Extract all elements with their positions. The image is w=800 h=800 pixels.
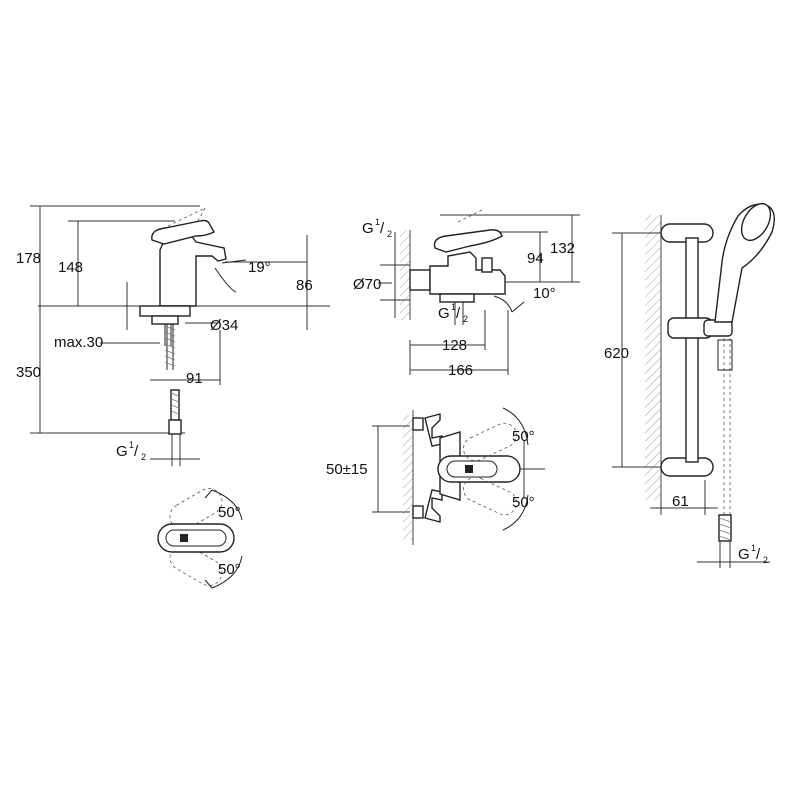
shower-offset-label: 61 bbox=[672, 493, 689, 510]
bath-dia-70-label: Ø70 bbox=[353, 276, 381, 293]
bath-outlet-label: G 1 / 2 bbox=[438, 302, 468, 324]
bath-connection-g: G bbox=[362, 220, 374, 237]
basin-mixer-drawing bbox=[30, 205, 330, 466]
shower-connection-den: 2 bbox=[763, 555, 768, 565]
basin-height-total-label: 178 bbox=[16, 250, 41, 267]
bath-width-128-label: 128 bbox=[442, 337, 467, 354]
shower-connection-label: G 1 / 2 bbox=[738, 543, 768, 565]
bath-height-132-label: 132 bbox=[550, 240, 575, 257]
bath-rotation-upper-label: 50° bbox=[512, 428, 535, 445]
bath-rotation-lower-label: 50° bbox=[512, 494, 535, 511]
shower-connection-g: G bbox=[738, 546, 750, 563]
basin-rotation-lower-label: 50° bbox=[218, 561, 241, 578]
shower-rail-drawing bbox=[612, 202, 775, 568]
basin-connection-label: G 1 / 2 bbox=[116, 440, 146, 462]
bath-connection-slash: / bbox=[380, 220, 385, 237]
basin-connection-slash: / bbox=[134, 443, 139, 460]
bath-outlet-slash: / bbox=[456, 305, 461, 322]
shower-connection-slash: / bbox=[756, 546, 761, 563]
bath-outlet-g: G bbox=[438, 305, 450, 322]
basin-rotation-upper-label: 50° bbox=[218, 504, 241, 521]
bath-outlet-num: 1 bbox=[451, 302, 456, 312]
basin-spout-outlet-label: 86 bbox=[296, 277, 313, 294]
basin-connection-g: G bbox=[116, 443, 128, 460]
bath-connection-label: G 1 / 2 bbox=[362, 217, 392, 239]
basin-reach-label: 91 bbox=[186, 370, 203, 387]
basin-angle-label: 19° bbox=[248, 259, 271, 276]
shower-height-label: 620 bbox=[604, 345, 629, 362]
bath-mixer-drawing bbox=[378, 209, 580, 375]
bath-connection-num: 1 bbox=[375, 217, 380, 227]
bath-angle-label: 10° bbox=[533, 285, 556, 302]
basin-max-thickness-label: max.30 bbox=[54, 334, 103, 351]
bath-rotation-centers-label: 50±15 bbox=[326, 461, 368, 478]
bath-height-94-label: 94 bbox=[527, 250, 544, 267]
bath-connection-den: 2 bbox=[387, 229, 392, 239]
basin-connection-den: 2 bbox=[141, 452, 146, 462]
basin-connection-num: 1 bbox=[129, 440, 134, 450]
basin-height-spout-label: 148 bbox=[58, 259, 83, 276]
bath-mixer-front-drawing bbox=[372, 407, 545, 545]
basin-hose-length-label: 350 bbox=[16, 364, 41, 381]
shower-connection-num: 1 bbox=[751, 543, 756, 553]
bath-outlet-den: 2 bbox=[463, 314, 468, 324]
basin-thread-dia-label: Ø34 bbox=[210, 317, 238, 334]
bath-width-166-label: 166 bbox=[448, 362, 473, 379]
